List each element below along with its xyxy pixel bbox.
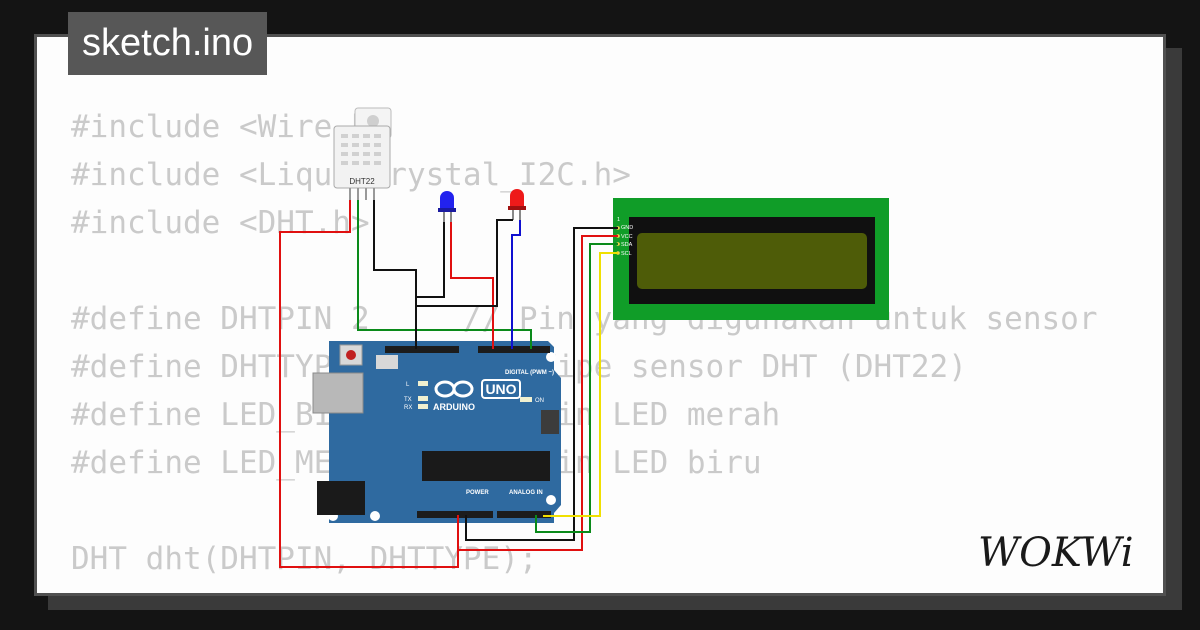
lcd-1602-i2c: 1 GND VCC SDA SCL: [613, 198, 889, 320]
code-line: #include <DHT.h>: [71, 205, 370, 241]
sensor-grille: [341, 134, 381, 165]
l-label: L: [406, 382, 410, 388]
red-led: [508, 189, 526, 220]
wire-blue-led-signal: [450, 222, 494, 349]
usb-port: [312, 372, 364, 414]
sensor-label: DHT22: [349, 177, 375, 186]
wires: [279, 200, 618, 568]
power-header: [417, 511, 493, 518]
power-jack: [317, 481, 365, 515]
power-label: POWER: [466, 490, 489, 496]
wire-lcd-scl: [543, 252, 618, 517]
code-line: DHT dht(DHTPIN, DHTTYPE);: [71, 541, 538, 577]
wire-red-led-gnd: [416, 219, 513, 307]
lcd-screen: [637, 233, 867, 289]
atmega-chip: [422, 451, 550, 481]
lcd-pin-labels: 1 GND VCC SDA SCL: [617, 217, 633, 257]
rx-label: RX: [404, 405, 412, 411]
wire-dht-vcc: [279, 200, 459, 568]
card-shadow-bottom: [48, 596, 1182, 610]
model-label: UNO: [485, 381, 516, 397]
sensor-body: [333, 125, 391, 189]
wire-dht-data: [357, 200, 532, 349]
sensor-hole: [367, 115, 379, 127]
file-name-tab: sketch.ino: [68, 12, 268, 75]
lcd-pin-gnd: GND: [621, 225, 633, 231]
wire-dht-gnd: [373, 200, 417, 349]
lcd-pin-vcc: VCC: [621, 234, 633, 240]
digital-label: DIGITAL (PWM ~): [505, 370, 554, 376]
tx-label: TX: [404, 397, 412, 403]
lcd-pin-scl: SCL: [621, 251, 632, 257]
arduino-logo: UNO ARDUINO: [433, 379, 521, 412]
wire-red-led-signal: [511, 220, 521, 349]
wokwi-logo-text: WOKWi: [978, 530, 1134, 576]
code-line: #include <LiquidCrystal_I2C.h>: [71, 157, 631, 193]
digital-header-1: [385, 346, 459, 353]
analog-label: ANALOG IN: [509, 490, 543, 496]
digital-header-2: [478, 346, 550, 353]
code-line: LiquidCrystal_I2C lcd(0x27, 16, 2); // A…: [71, 583, 1098, 593]
on-label: ON: [535, 398, 544, 404]
wire-lcd-sda: [535, 243, 618, 533]
icsp-header: [376, 355, 398, 369]
blue-led: [438, 191, 456, 222]
arduino-uno: DIGITAL (PWM ~) UNO ARDUINO L TX RX ON P…: [312, 341, 561, 523]
dht22-sensor: DHT22: [333, 107, 392, 200]
wokwi-logo: WOKWi: [978, 530, 1134, 576]
brand-label: ARDUINO: [433, 402, 475, 412]
icsp2-header: [541, 410, 559, 434]
analog-header: [497, 511, 551, 518]
wire-blue-led-gnd: [416, 222, 445, 298]
wire-lcd-vcc: [457, 235, 618, 551]
lcd-pin-1: 1: [617, 217, 620, 223]
card-shadow-right: [1166, 48, 1182, 608]
wire-lcd-gnd: [465, 227, 618, 541]
lcd-pin-sda: SDA: [621, 242, 633, 248]
